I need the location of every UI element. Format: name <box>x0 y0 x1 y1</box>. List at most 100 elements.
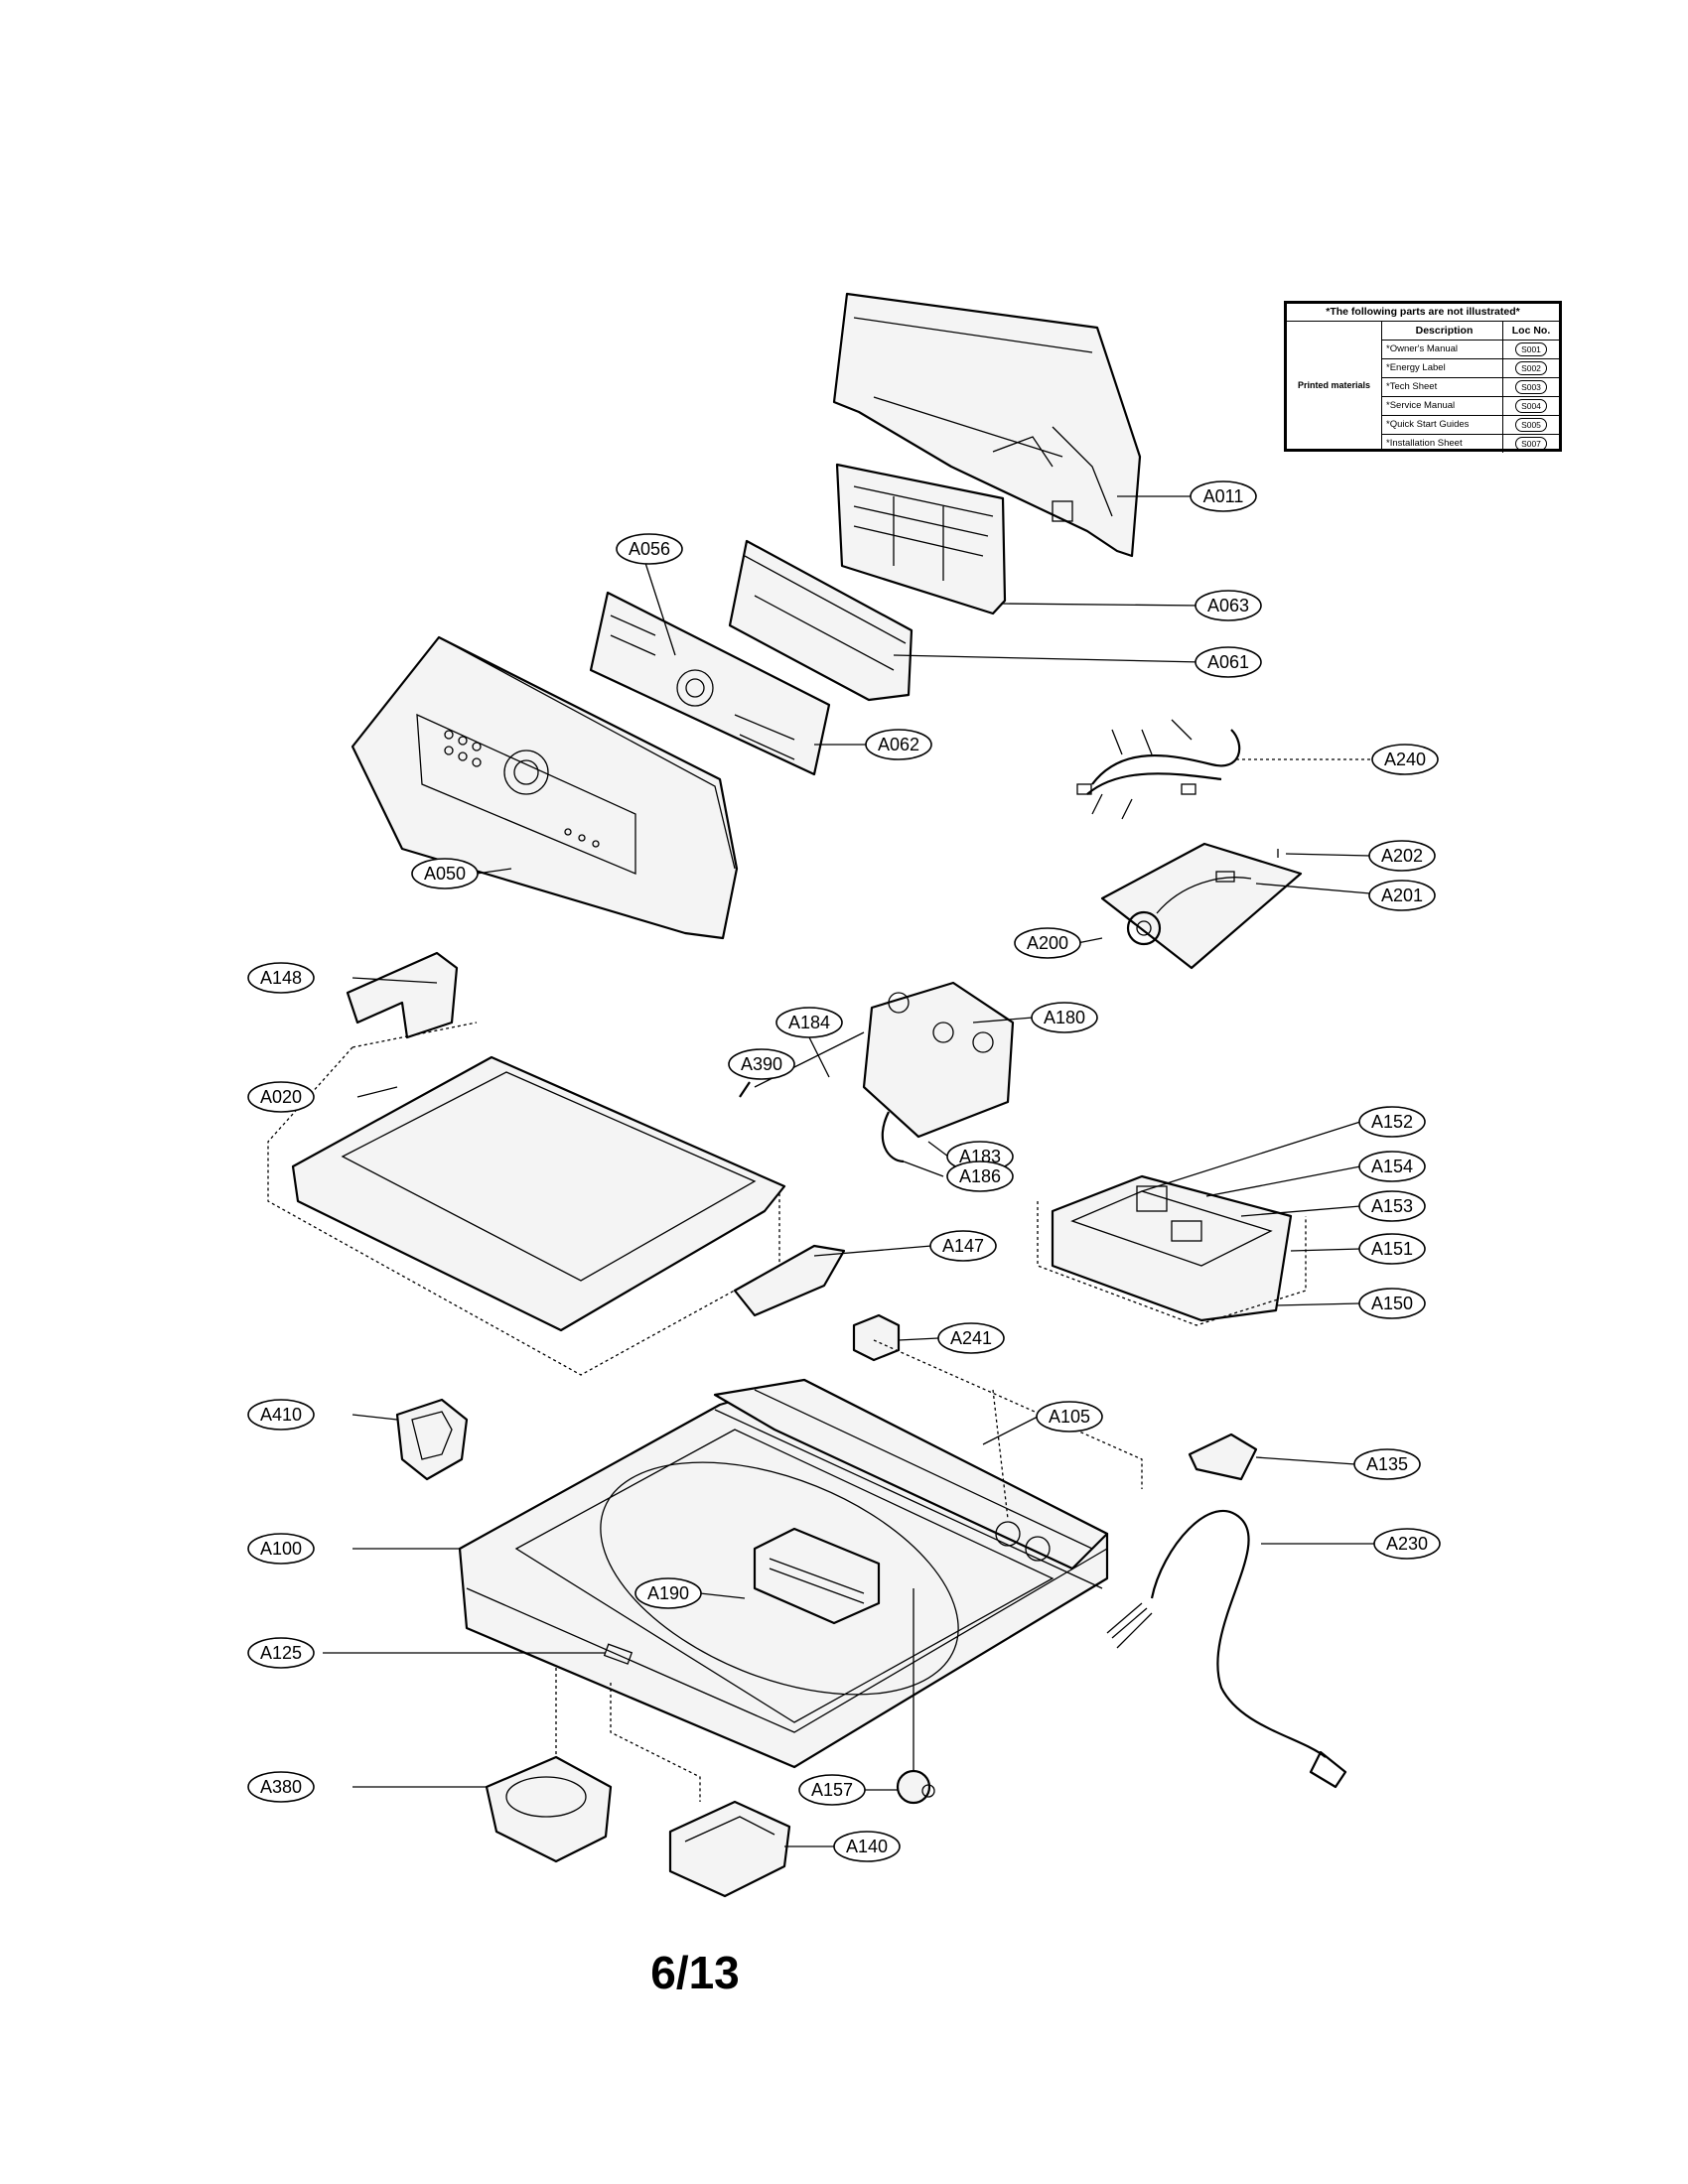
row-loc-badge: S005 <box>1515 418 1547 432</box>
callout-a202: A202 <box>1368 840 1436 872</box>
callout-label: A011 <box>1203 486 1244 506</box>
table-row: *Service Manual S004 <box>1382 397 1559 416</box>
callout-label: A150 <box>1371 1294 1413 1313</box>
callout-label: A147 <box>942 1236 984 1256</box>
table-header-row: Description Loc No. <box>1382 322 1559 341</box>
callout-a240: A240 <box>1371 744 1439 775</box>
callout-a241: A241 <box>937 1322 1005 1354</box>
callout-label: A230 <box>1386 1534 1428 1554</box>
callout-label: A100 <box>260 1539 302 1559</box>
callout-a063: A063 <box>1195 590 1262 621</box>
part-a380-pump <box>485 1755 613 1863</box>
callout-a135: A135 <box>1353 1448 1421 1480</box>
callout-label: A135 <box>1366 1454 1408 1474</box>
callout-a390: A390 <box>728 1048 795 1080</box>
callout-label: A152 <box>1371 1112 1413 1132</box>
callout-a061: A061 <box>1195 646 1262 678</box>
callout-a140: A140 <box>833 1831 901 1862</box>
part-a180-water-valve <box>739 981 1015 1163</box>
row-loc-badge: S003 <box>1515 380 1547 394</box>
switch-dash <box>610 1683 701 1802</box>
callout-a200: A200 <box>1014 927 1081 959</box>
row-description: *Owner's Manual <box>1382 341 1503 358</box>
callout-label: A200 <box>1027 933 1068 953</box>
callout-a056: A056 <box>616 533 683 565</box>
part-a011-rear-cover <box>832 292 1142 558</box>
part-a105-rear-bracket <box>713 1378 1109 1570</box>
part-a240-wire-harness <box>1076 719 1241 820</box>
callout-label: A186 <box>959 1166 1001 1186</box>
callout-label: A154 <box>1371 1157 1413 1176</box>
callout-label: A105 <box>1049 1407 1090 1427</box>
callout-label: A390 <box>741 1054 782 1074</box>
table-row: *Energy Label S002 <box>1382 359 1559 378</box>
callout-label: A063 <box>1207 596 1249 615</box>
part-a020-lid <box>291 1055 786 1332</box>
part-a150-dispenser <box>1051 1174 1293 1322</box>
callout-a125: A125 <box>247 1637 315 1669</box>
leader-lines <box>323 495 1380 1847</box>
callout-label: A050 <box>424 864 466 884</box>
callout-a100: A100 <box>247 1533 315 1565</box>
callout-a152: A152 <box>1358 1106 1426 1138</box>
row-description: *Installation Sheet <box>1382 435 1503 453</box>
callout-label: A140 <box>846 1837 888 1856</box>
callout-label: A151 <box>1371 1239 1413 1259</box>
page-number: 6/13 <box>650 1947 740 1998</box>
dispenser-envelope-dash <box>1037 1201 1307 1326</box>
row-loc-badge: S002 <box>1515 361 1547 375</box>
callout-a230: A230 <box>1373 1528 1441 1560</box>
part-a061-display-pcb <box>728 539 914 702</box>
callout-label: A180 <box>1044 1008 1085 1027</box>
callout-label: A190 <box>647 1583 689 1603</box>
row-loc-badge: S004 <box>1515 399 1547 413</box>
lid-envelope-dash <box>267 1022 780 1376</box>
callout-label: A148 <box>260 968 302 988</box>
callout-a184: A184 <box>775 1007 843 1038</box>
row-description: *Quick Start Guides <box>1382 416 1503 434</box>
callout-a148: A148 <box>247 962 315 994</box>
callout-a150: A150 <box>1358 1288 1426 1319</box>
callout-label: A410 <box>260 1405 302 1425</box>
callout-a380: A380 <box>247 1771 315 1803</box>
row-description: *Tech Sheet <box>1382 378 1503 396</box>
table-row: *Tech Sheet S003 <box>1382 378 1559 397</box>
callout-label: A157 <box>811 1780 853 1800</box>
row-description: *Energy Label <box>1382 359 1503 377</box>
part-a063-pcb-assembly <box>835 463 1007 615</box>
part-a410-gasket <box>395 1398 469 1481</box>
part-a157-drain-cap <box>896 1769 935 1805</box>
callout-label: A061 <box>1207 652 1249 672</box>
callout-label: A056 <box>629 539 670 559</box>
part-a147-hinge-right <box>733 1244 846 1317</box>
row-loc-badge: S001 <box>1515 342 1547 356</box>
callout-label: A380 <box>260 1777 302 1797</box>
callout-a154: A154 <box>1358 1151 1426 1182</box>
callout-label: A201 <box>1381 886 1423 905</box>
callout-a190: A190 <box>634 1577 702 1609</box>
callout-a020: A020 <box>247 1081 315 1113</box>
callout-label: A241 <box>950 1328 992 1348</box>
callout-a186: A186 <box>946 1160 1014 1192</box>
callout-a410: A410 <box>247 1399 315 1431</box>
callout-label: A184 <box>788 1013 830 1032</box>
part-a148-hinge-left <box>346 951 459 1039</box>
callout-a201: A201 <box>1368 880 1436 911</box>
callout-a050: A050 <box>411 858 479 889</box>
part-a200-pressure-switch <box>1100 842 1303 970</box>
header-description: Description <box>1382 322 1503 340</box>
part-a190-lint-filter <box>753 1527 881 1625</box>
callout-a062: A062 <box>865 729 932 760</box>
callout-label: A020 <box>260 1087 302 1107</box>
part-a230-power-cord <box>1106 1510 1347 1789</box>
table-row: *Quick Start Guides S005 <box>1382 416 1559 435</box>
table-row: *Installation Sheet S007 <box>1382 435 1559 453</box>
callout-label: A202 <box>1381 846 1423 866</box>
assembly-dash-lines <box>873 1339 1143 1520</box>
callout-a147: A147 <box>929 1230 997 1262</box>
part-a140-lid-switch <box>668 1800 791 1898</box>
callout-a157: A157 <box>798 1774 866 1806</box>
callout-a153: A153 <box>1358 1190 1426 1222</box>
callout-a151: A151 <box>1358 1233 1426 1265</box>
